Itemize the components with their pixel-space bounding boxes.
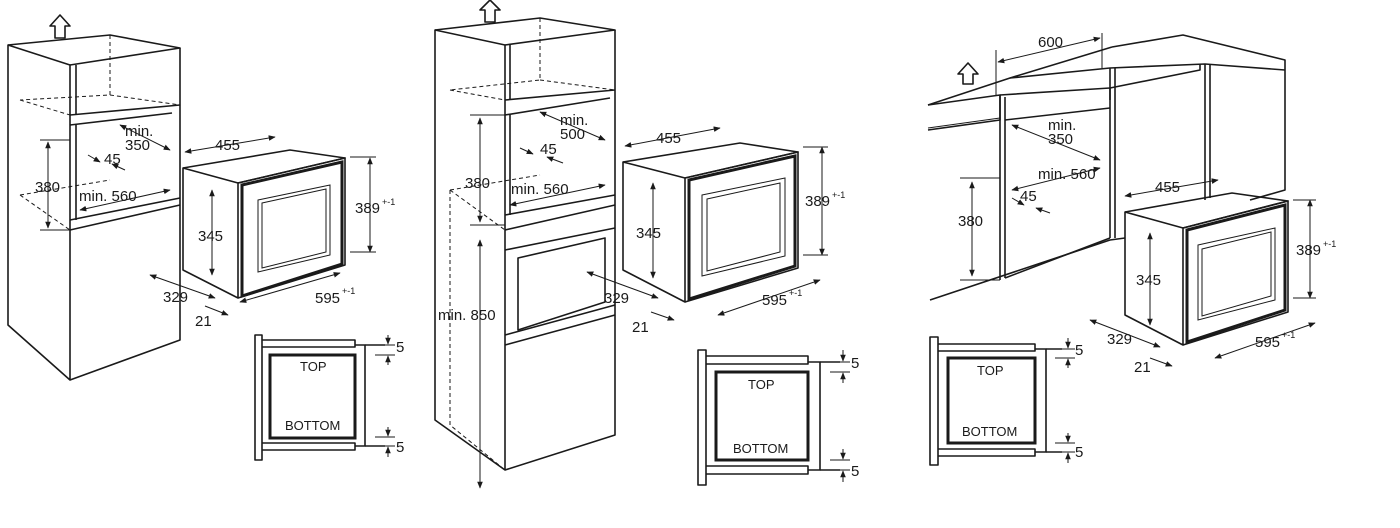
dim-5-bottom: 5 xyxy=(396,439,404,456)
section-detail-2 xyxy=(697,349,850,486)
label-bottom: BOTTOM xyxy=(962,424,1017,439)
dim-5-bottom: 5 xyxy=(851,463,859,480)
dim-min-label: min. xyxy=(1048,117,1076,134)
label-top: TOP xyxy=(977,363,1004,378)
dim-595-tolerance: +-1 xyxy=(789,288,802,298)
dim-5-top: 5 xyxy=(1075,342,1083,359)
dim-345: 345 xyxy=(1136,272,1161,289)
section-detail-1 xyxy=(254,334,395,461)
dim-329: 329 xyxy=(604,290,629,307)
dim-500: 500 xyxy=(560,126,585,143)
dim-455: 455 xyxy=(1155,179,1180,196)
dim-389-tolerance: +-1 xyxy=(382,197,395,207)
dim-min-560: min. 560 xyxy=(1038,166,1096,183)
cabinet-2 xyxy=(434,17,616,489)
label-bottom: BOTTOM xyxy=(733,441,788,456)
dim-min-850: min. 850 xyxy=(438,307,496,324)
dim-350: 350 xyxy=(125,137,150,154)
worktop-cabinet-3 xyxy=(927,33,1286,301)
dim-min-label: min. xyxy=(560,112,588,129)
label-top: TOP xyxy=(300,359,327,374)
dim-600: 600 xyxy=(1038,34,1063,51)
dim-329: 329 xyxy=(163,289,188,306)
dim-380: 380 xyxy=(958,213,983,230)
dim-455: 455 xyxy=(656,130,681,147)
dim-389-tolerance: +-1 xyxy=(832,190,845,200)
oven-3 xyxy=(1089,178,1316,367)
dim-595: 595 xyxy=(315,290,340,307)
ventilation-up-arrow-icon xyxy=(957,62,979,85)
oven-1 xyxy=(149,135,376,316)
label-bottom: BOTTOM xyxy=(285,418,340,433)
panel-3-worktop-installation: 600 min. 350 min. 560 45 380 455 345 389… xyxy=(927,33,1336,466)
dim-389: 389 xyxy=(805,193,830,210)
label-top: TOP xyxy=(748,377,775,392)
dim-595-tolerance: +-1 xyxy=(342,286,355,296)
dim-45: 45 xyxy=(104,151,121,168)
dim-329: 329 xyxy=(1107,331,1132,348)
dim-380: 380 xyxy=(465,175,490,192)
dim-389-tolerance: +-1 xyxy=(1323,239,1336,249)
dim-389: 389 xyxy=(1296,242,1321,259)
panel-1-cabinet-installation: min. 350 45 380 min. 560 455 345 389 +-1… xyxy=(7,14,404,461)
dim-389: 389 xyxy=(355,200,380,217)
dim-595: 595 xyxy=(762,292,787,309)
section-detail-3 xyxy=(929,336,1075,466)
dim-min-560: min. 560 xyxy=(511,181,569,198)
dim-345: 345 xyxy=(198,228,223,245)
dim-5-top: 5 xyxy=(396,339,404,356)
ventilation-up-arrow-icon xyxy=(479,0,501,23)
panel-2-tall-cabinet-installation: min. 500 45 380 min. 560 min. 850 455 34… xyxy=(434,0,859,489)
dim-595: 595 xyxy=(1255,334,1280,351)
dim-595-tolerance: +-1 xyxy=(1282,330,1295,340)
dim-455: 455 xyxy=(215,137,240,154)
dim-350: 350 xyxy=(1048,131,1073,148)
dim-5-top: 5 xyxy=(851,355,859,372)
dim-345: 345 xyxy=(636,225,661,242)
dim-45: 45 xyxy=(1020,188,1037,205)
ventilation-up-arrow-icon xyxy=(49,14,71,39)
dim-5-bottom: 5 xyxy=(1075,444,1083,461)
dim-min-560: min. 560 xyxy=(79,188,137,205)
dim-45: 45 xyxy=(540,141,557,158)
dim-21: 21 xyxy=(1134,359,1151,376)
dim-21: 21 xyxy=(195,313,212,330)
cabinet-1 xyxy=(7,34,181,381)
dim-380: 380 xyxy=(35,179,60,196)
oven-2 xyxy=(586,126,828,321)
dim-min-label: min. xyxy=(125,123,153,140)
dim-21: 21 xyxy=(632,319,649,336)
